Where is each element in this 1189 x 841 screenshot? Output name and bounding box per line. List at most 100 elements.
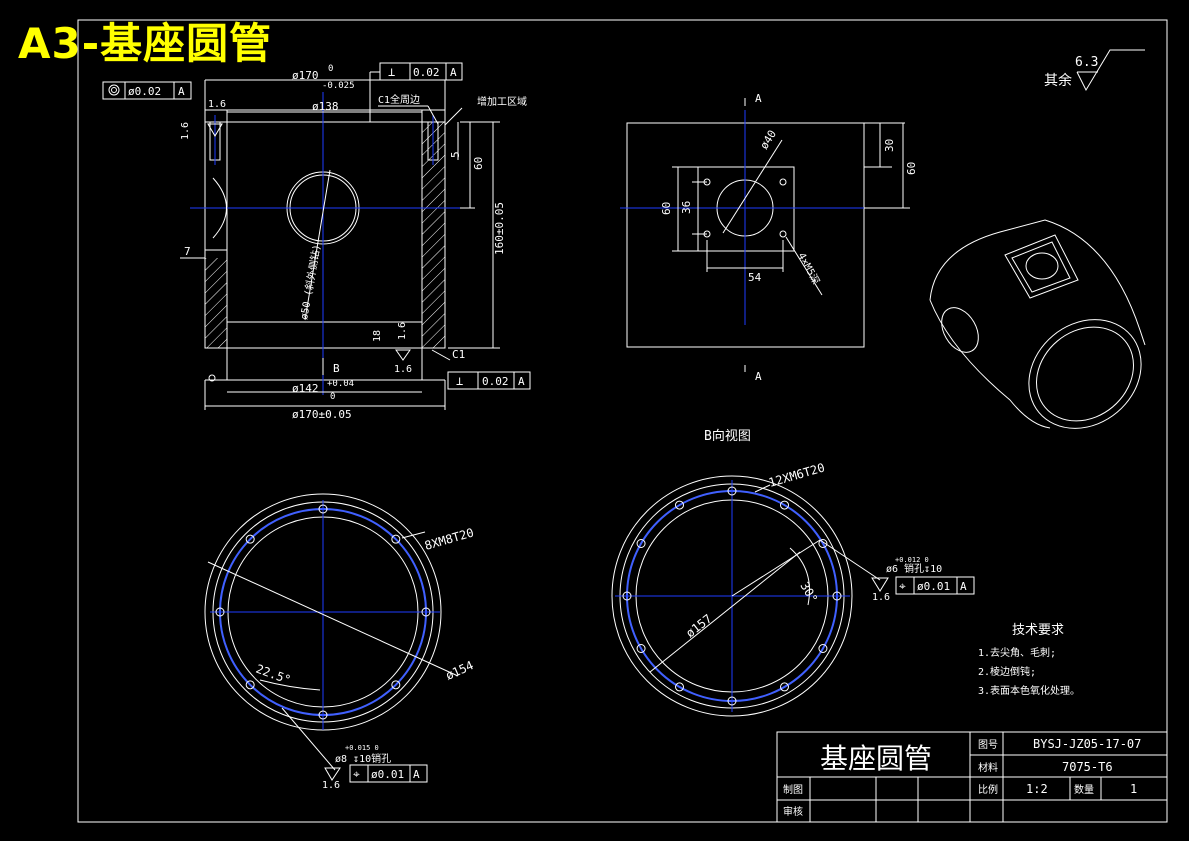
svg-text:0.02: 0.02 xyxy=(413,66,440,79)
svg-text:ø0.01: ø0.01 xyxy=(917,580,950,593)
svg-text:A: A xyxy=(518,375,525,388)
svg-text:A: A xyxy=(960,580,967,593)
bolt-hole xyxy=(636,539,646,548)
svg-text:ø6 销孔↧10: ø6 销孔↧10 xyxy=(886,562,942,575)
process-note: 增加工区域 xyxy=(477,95,527,108)
svg-text:60: 60 xyxy=(660,202,673,215)
svg-text:30°: 30° xyxy=(797,580,820,606)
hole-note: ø50 (斜外侧钻) xyxy=(297,243,323,320)
svg-text:其余: 其余 xyxy=(1044,72,1072,89)
bolt-hole xyxy=(636,644,646,653)
roughness-other: 其余 6.3 xyxy=(1044,49,1145,92)
svg-text:技术要求: 技术要求 xyxy=(1012,623,1064,638)
dim-d170: ø170 xyxy=(292,69,319,82)
svg-text:ø138: ø138 xyxy=(312,100,339,113)
bolt-hole xyxy=(780,500,789,510)
svg-text:ø0.02: ø0.02 xyxy=(128,85,161,98)
svg-text:0: 0 xyxy=(328,64,333,74)
bolt-hole xyxy=(727,696,737,706)
bolt-hole xyxy=(421,607,431,617)
side-view xyxy=(620,98,875,372)
svg-text:A: A xyxy=(413,768,420,781)
bolt-hole xyxy=(318,710,328,720)
svg-text:A: A xyxy=(755,370,762,383)
svg-text:60: 60 xyxy=(905,162,918,175)
svg-text:ø142: ø142 xyxy=(292,382,319,395)
title-block: 基座圆管 图号 BYSJ-JZ05-17-07 材料 7075-T6 比例 1:… xyxy=(776,731,1168,823)
drawing-frame xyxy=(77,19,1168,823)
svg-text:7: 7 xyxy=(184,245,191,258)
flatness-frame-bottom xyxy=(447,371,531,390)
quantity: 1 xyxy=(1130,782,1137,796)
bolt-hole xyxy=(727,486,737,496)
right-ring-holes xyxy=(622,486,842,706)
svg-text:图号: 图号 xyxy=(978,739,998,751)
svg-text:30: 30 xyxy=(883,139,896,152)
bolt-hole xyxy=(391,534,401,544)
svg-text:ø0.01: ø0.01 xyxy=(371,768,404,781)
svg-text:5: 5 xyxy=(449,151,462,158)
svg-text:ø154: ø154 xyxy=(444,658,476,683)
right-wall-hatch xyxy=(422,122,445,348)
svg-text:⌖: ⌖ xyxy=(899,579,906,593)
section-dims: ø170 0 -0.025 ⊥ 0.02 A ø0.02 A ø138 1.6 … xyxy=(102,62,531,421)
svg-text:⊥: ⊥ xyxy=(456,374,463,388)
svg-text:A: A xyxy=(178,85,185,98)
svg-text:ø8 ↧10销孔: ø8 ↧10销孔 xyxy=(335,752,391,765)
chamfer-note: C1全周边 xyxy=(378,93,420,106)
part-name: 基座圆管 xyxy=(820,742,932,775)
svg-text:审核: 审核 xyxy=(783,805,803,818)
drawing-number: BYSJ-JZ05-17-07 xyxy=(1033,737,1141,751)
bolt-hole xyxy=(675,682,684,692)
svg-text:数量: 数量 xyxy=(1074,783,1094,796)
svg-text:12XM6T20: 12XM6T20 xyxy=(767,460,826,489)
bolt-hole xyxy=(391,680,401,690)
svg-text:54: 54 xyxy=(748,271,762,284)
coaxiality-frame xyxy=(102,81,192,100)
svg-text:6.3: 6.3 xyxy=(1075,55,1098,70)
right-ring-dims: ø157 30° 12XM6T20 ø6 销孔↧10 +0.012 0 ⌖ ø0… xyxy=(649,460,975,673)
bolt-hole xyxy=(675,500,684,510)
svg-text:⊥: ⊥ xyxy=(388,65,395,79)
svg-text:1.6: 1.6 xyxy=(180,122,191,140)
svg-text:ø157: ø157 xyxy=(683,612,714,641)
bolt-hole xyxy=(832,591,842,601)
left-ring-dims: ø154 8XM8T20 22.5° ø8 ↧10销孔 +0.015 0 ⌖ ø… xyxy=(207,525,476,791)
svg-text:2.棱边倒钝;: 2.棱边倒钝; xyxy=(978,665,1036,678)
svg-text:-0.025: -0.025 xyxy=(322,81,355,91)
svg-text:0: 0 xyxy=(330,392,335,402)
svg-text:A: A xyxy=(755,92,762,105)
svg-text:1.6: 1.6 xyxy=(397,322,408,340)
bolt-hole xyxy=(818,539,828,548)
svg-text:3.表面本色氧化处理。: 3.表面本色氧化处理。 xyxy=(978,684,1080,697)
left-wall-hatch xyxy=(205,258,227,348)
b-view-label: B向视图 xyxy=(704,428,751,444)
left-ring-holes xyxy=(215,504,431,720)
svg-text:4×M5深: 4×M5深 xyxy=(795,251,822,287)
svg-text:ø170±0.05: ø170±0.05 xyxy=(292,408,352,421)
svg-text:+0.015 0: +0.015 0 xyxy=(345,744,379,752)
svg-text:B: B xyxy=(333,362,340,375)
bolt-hole xyxy=(245,534,255,544)
bolt-hole xyxy=(622,591,632,601)
svg-text:1.6: 1.6 xyxy=(322,780,340,791)
material: 7075-T6 xyxy=(1062,760,1113,774)
svg-text:+0.04: +0.04 xyxy=(327,379,354,389)
bolt-hole xyxy=(780,682,789,692)
scale: 1:2 xyxy=(1026,782,1048,796)
svg-text:160±0.05: 160±0.05 xyxy=(493,202,506,255)
right-ring-view xyxy=(611,475,853,717)
svg-text:1.6: 1.6 xyxy=(208,99,226,110)
svg-text:8XM8T20: 8XM8T20 xyxy=(423,525,475,552)
isometric-view xyxy=(929,219,1146,429)
svg-text:36: 36 xyxy=(680,201,693,214)
svg-text:ø40: ø40 xyxy=(758,128,780,152)
technical-requirements: 技术要求 1.去尖角、毛刺; 2.棱边倒钝; 3.表面本色氧化处理。 xyxy=(978,623,1080,697)
svg-text:0.02: 0.02 xyxy=(482,375,509,388)
side-view-dims: A A ø40 30 60 60 36 54 4×M5深 xyxy=(660,92,918,383)
svg-text:A: A xyxy=(450,66,457,79)
svg-text:比例: 比例 xyxy=(978,783,998,796)
svg-text:C1: C1 xyxy=(452,348,465,361)
svg-text:60: 60 xyxy=(472,157,485,170)
